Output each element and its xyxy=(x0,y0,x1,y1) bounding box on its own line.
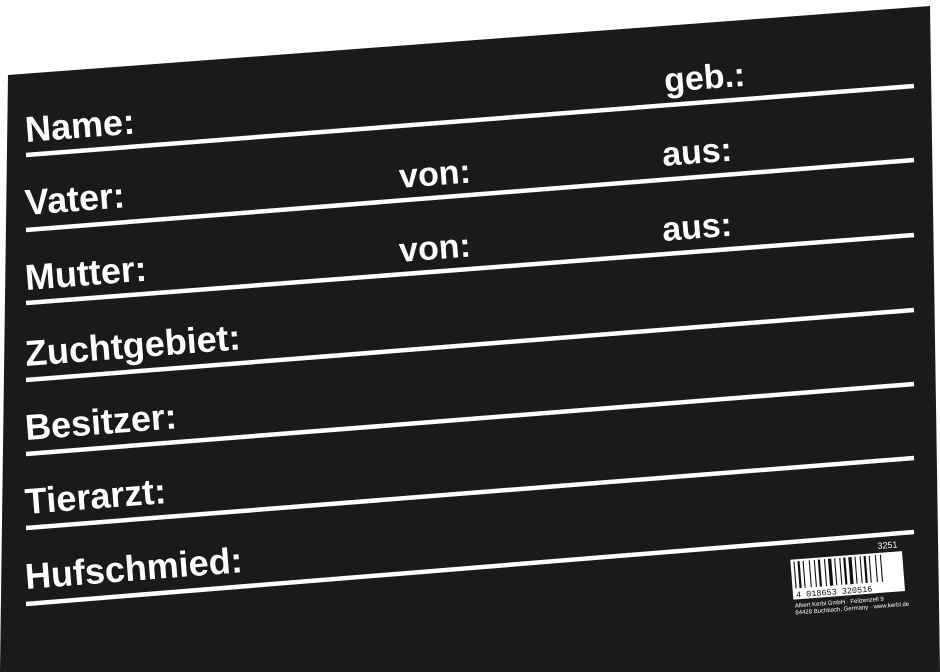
rule-name xyxy=(25,83,915,158)
product-info: 3251 4 018653 320516 Albert Kerbl GmbH ·… xyxy=(790,539,910,617)
barcode-bar xyxy=(808,560,812,588)
barcode-bar xyxy=(874,555,878,583)
barcode-icon xyxy=(793,554,884,589)
label-vater: Vater: xyxy=(23,174,126,223)
ruled-lines xyxy=(25,83,915,607)
label-mutter-von: von: xyxy=(398,227,473,270)
rule-hufschmied xyxy=(25,529,915,607)
barcode-bar xyxy=(827,558,834,586)
barcode-bar xyxy=(802,560,806,588)
barcode-bar xyxy=(854,556,858,584)
barcode-bar xyxy=(797,561,802,589)
rule-tierarzt xyxy=(25,455,915,531)
barcode-bar xyxy=(839,557,843,585)
rule-besitzer xyxy=(25,381,915,457)
barcode-bar xyxy=(817,559,823,587)
barcode-bar xyxy=(863,555,868,584)
label-mutter-aus: aus: xyxy=(661,206,734,249)
rule-mutter xyxy=(25,232,915,306)
barcode-bar xyxy=(848,557,854,585)
barcode-bar xyxy=(823,559,828,587)
rule-vater xyxy=(25,157,915,233)
barcode-bar xyxy=(793,561,797,589)
barcode-bar xyxy=(813,559,817,587)
product-code: 3251 xyxy=(877,539,898,551)
barcode-bar xyxy=(859,556,863,584)
barcode-bar xyxy=(834,558,838,586)
label-vater-von: von: xyxy=(398,153,473,196)
barcode-bar xyxy=(843,557,848,585)
sign-board xyxy=(0,6,940,672)
label-geb: geb.: xyxy=(663,56,747,100)
barcode-bar xyxy=(879,554,884,582)
barcode-bar xyxy=(868,555,872,583)
rule-zuchtgebiet xyxy=(25,307,915,383)
label-mutter: Mutter: xyxy=(23,248,148,298)
label-name: Name: xyxy=(23,101,136,150)
label-vater-aus: aus: xyxy=(661,131,734,174)
